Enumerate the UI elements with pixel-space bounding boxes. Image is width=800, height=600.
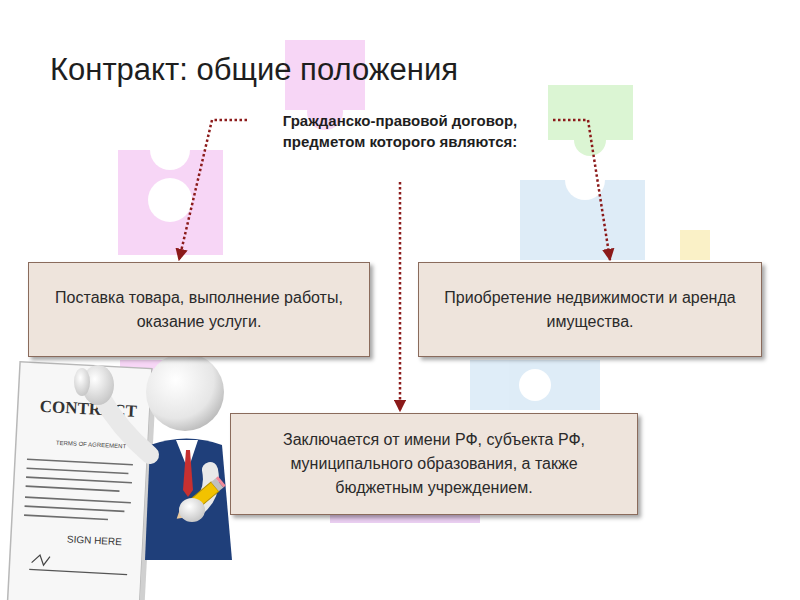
signature-mark — [32, 555, 50, 566]
node-text: Приобретение недвижимости и аренда имуще… — [433, 286, 747, 334]
dotted-arrow — [399, 182, 402, 411]
node-text: Гражданско-правовой договор, предметом к… — [256, 110, 544, 152]
node-text: Поставка товара, выполнение работы, оказ… — [43, 286, 355, 334]
node-text: Заключается от имени РФ, субъекта РФ, му… — [245, 428, 623, 500]
content-box: Приобретение недвижимости и аренда имуще… — [418, 262, 762, 357]
diagram-title: Контракт: общие положения — [50, 52, 458, 88]
content-box: Поставка товара, выполнение работы, оказ… — [28, 262, 370, 357]
paper-subheading: TERMS OF AGREEMENT — [56, 440, 127, 450]
content-box: Заключается от имени РФ, субъекта РФ, му… — [230, 413, 638, 515]
dotted-arrow — [553, 120, 610, 260]
paper-text-lines — [24, 459, 133, 520]
dotted-arrow — [179, 120, 247, 260]
stick-figure — [74, 353, 232, 560]
signature-line — [29, 569, 127, 574]
contract-paper: CONTRACT TERMS OF AGREEMENT SIGN HERE — [7, 362, 157, 600]
intro-text: Гражданско-правовой договор, предметом к… — [252, 110, 548, 152]
paper-sign-label: SIGN HERE — [67, 533, 123, 547]
